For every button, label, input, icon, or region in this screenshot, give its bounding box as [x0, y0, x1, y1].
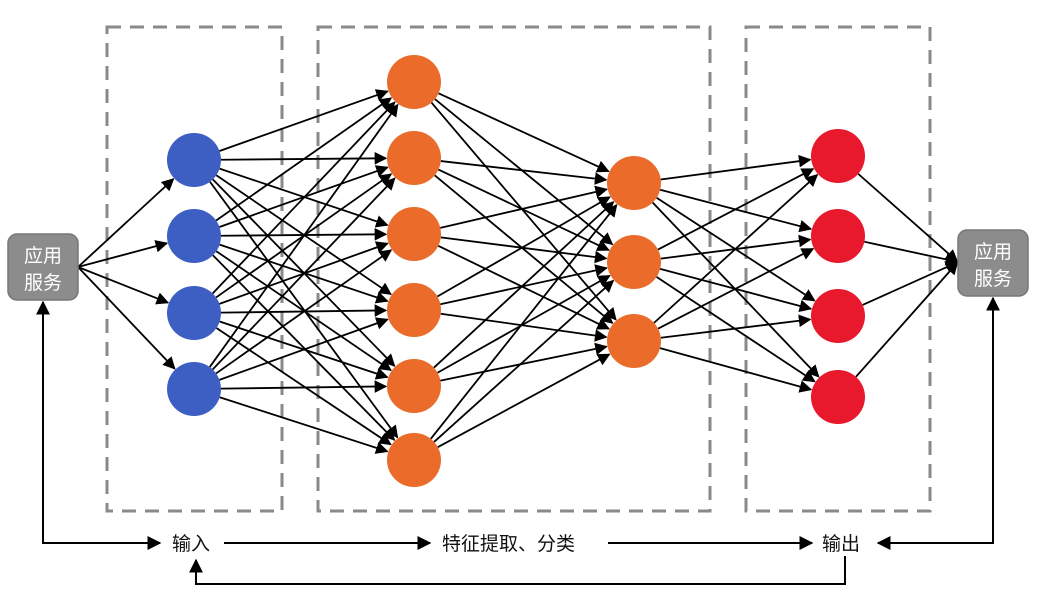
right-service-label-line1: 应用 — [974, 241, 1012, 263]
service-to-input-edge — [77, 266, 176, 370]
layer-edge — [659, 347, 813, 393]
network-edges — [77, 89, 959, 454]
left-service-label-line1: 应用 — [24, 245, 62, 267]
output-node — [811, 289, 865, 343]
hidden1-node — [387, 55, 441, 109]
service-to-input-edge — [77, 266, 170, 305]
output-to-service-edge — [862, 261, 959, 306]
input-node — [167, 133, 221, 187]
left-service-box[interactable]: 应用 服务 — [7, 233, 79, 301]
output-node — [811, 129, 865, 183]
layer-edge — [220, 380, 388, 393]
layer-edge — [657, 248, 815, 330]
service-to-input-edge — [77, 240, 169, 268]
input-node — [167, 209, 221, 263]
layer-edge — [438, 168, 610, 251]
left-service-label-line2: 服务 — [24, 272, 62, 294]
layer-edge — [440, 236, 608, 264]
stage-output-label: 输出 — [822, 533, 860, 555]
output-to-service-edge — [857, 173, 959, 263]
layer-edge — [430, 101, 617, 321]
hidden1-node — [387, 433, 441, 487]
layer-edge — [430, 203, 618, 440]
hidden2-node — [607, 314, 661, 368]
stage-input-label: 输入 — [172, 533, 210, 555]
stage-feature-label: 特征提取、分类 — [442, 533, 575, 555]
flow-service-to-input-arrow — [36, 300, 162, 550]
network-nodes — [167, 55, 865, 487]
hidden1-node — [387, 207, 441, 261]
right-service-label-line2: 服务 — [974, 268, 1012, 290]
layer-edge — [211, 177, 396, 371]
layer-edge — [660, 154, 812, 181]
layer-edge — [433, 201, 615, 369]
output-node — [811, 209, 865, 263]
layer-edge — [433, 279, 615, 443]
input-node — [167, 286, 221, 340]
layer-edge — [660, 314, 812, 339]
output-to-service-edge — [855, 261, 959, 378]
feedback-arrow — [189, 556, 846, 585]
layer-edge — [219, 317, 389, 381]
layer-edge — [434, 174, 614, 324]
layer-edge — [437, 353, 611, 448]
hidden1-node — [387, 283, 441, 337]
layer-edge — [434, 98, 614, 246]
layer-edge — [440, 185, 608, 229]
layer-edge — [438, 92, 610, 173]
layer-edge — [657, 168, 815, 251]
layer-edge — [209, 181, 399, 439]
service-to-input-edge — [77, 178, 175, 268]
hidden1-node — [387, 359, 441, 413]
layer-edge — [215, 327, 392, 446]
hidden2-node — [607, 156, 661, 210]
flow-output-to-service-arrow — [876, 296, 1000, 550]
layer-edge — [215, 249, 393, 375]
layer-edge — [436, 196, 611, 298]
input-layer-group — [105, 25, 284, 513]
right-service-box[interactable]: 应用 服务 — [957, 229, 1029, 297]
layer-edge — [208, 103, 399, 368]
layer-edge — [653, 173, 819, 324]
layer-edge — [437, 244, 610, 330]
output-node — [811, 370, 865, 424]
layer-edge — [219, 396, 389, 454]
input-node — [167, 362, 221, 416]
layer-edge — [219, 89, 389, 152]
layer-edge — [437, 274, 611, 374]
layer-edge — [215, 97, 393, 222]
feature-layer-group — [316, 25, 712, 513]
layer-edge — [440, 312, 608, 342]
output-layer-group — [744, 25, 932, 513]
output-to-service-edge — [864, 240, 959, 266]
layer-edge — [212, 254, 396, 441]
hidden2-node — [607, 235, 661, 289]
layer-edge — [440, 342, 608, 382]
hidden1-node — [387, 131, 441, 185]
layer-edge — [211, 101, 396, 295]
layer-edge — [440, 160, 608, 185]
